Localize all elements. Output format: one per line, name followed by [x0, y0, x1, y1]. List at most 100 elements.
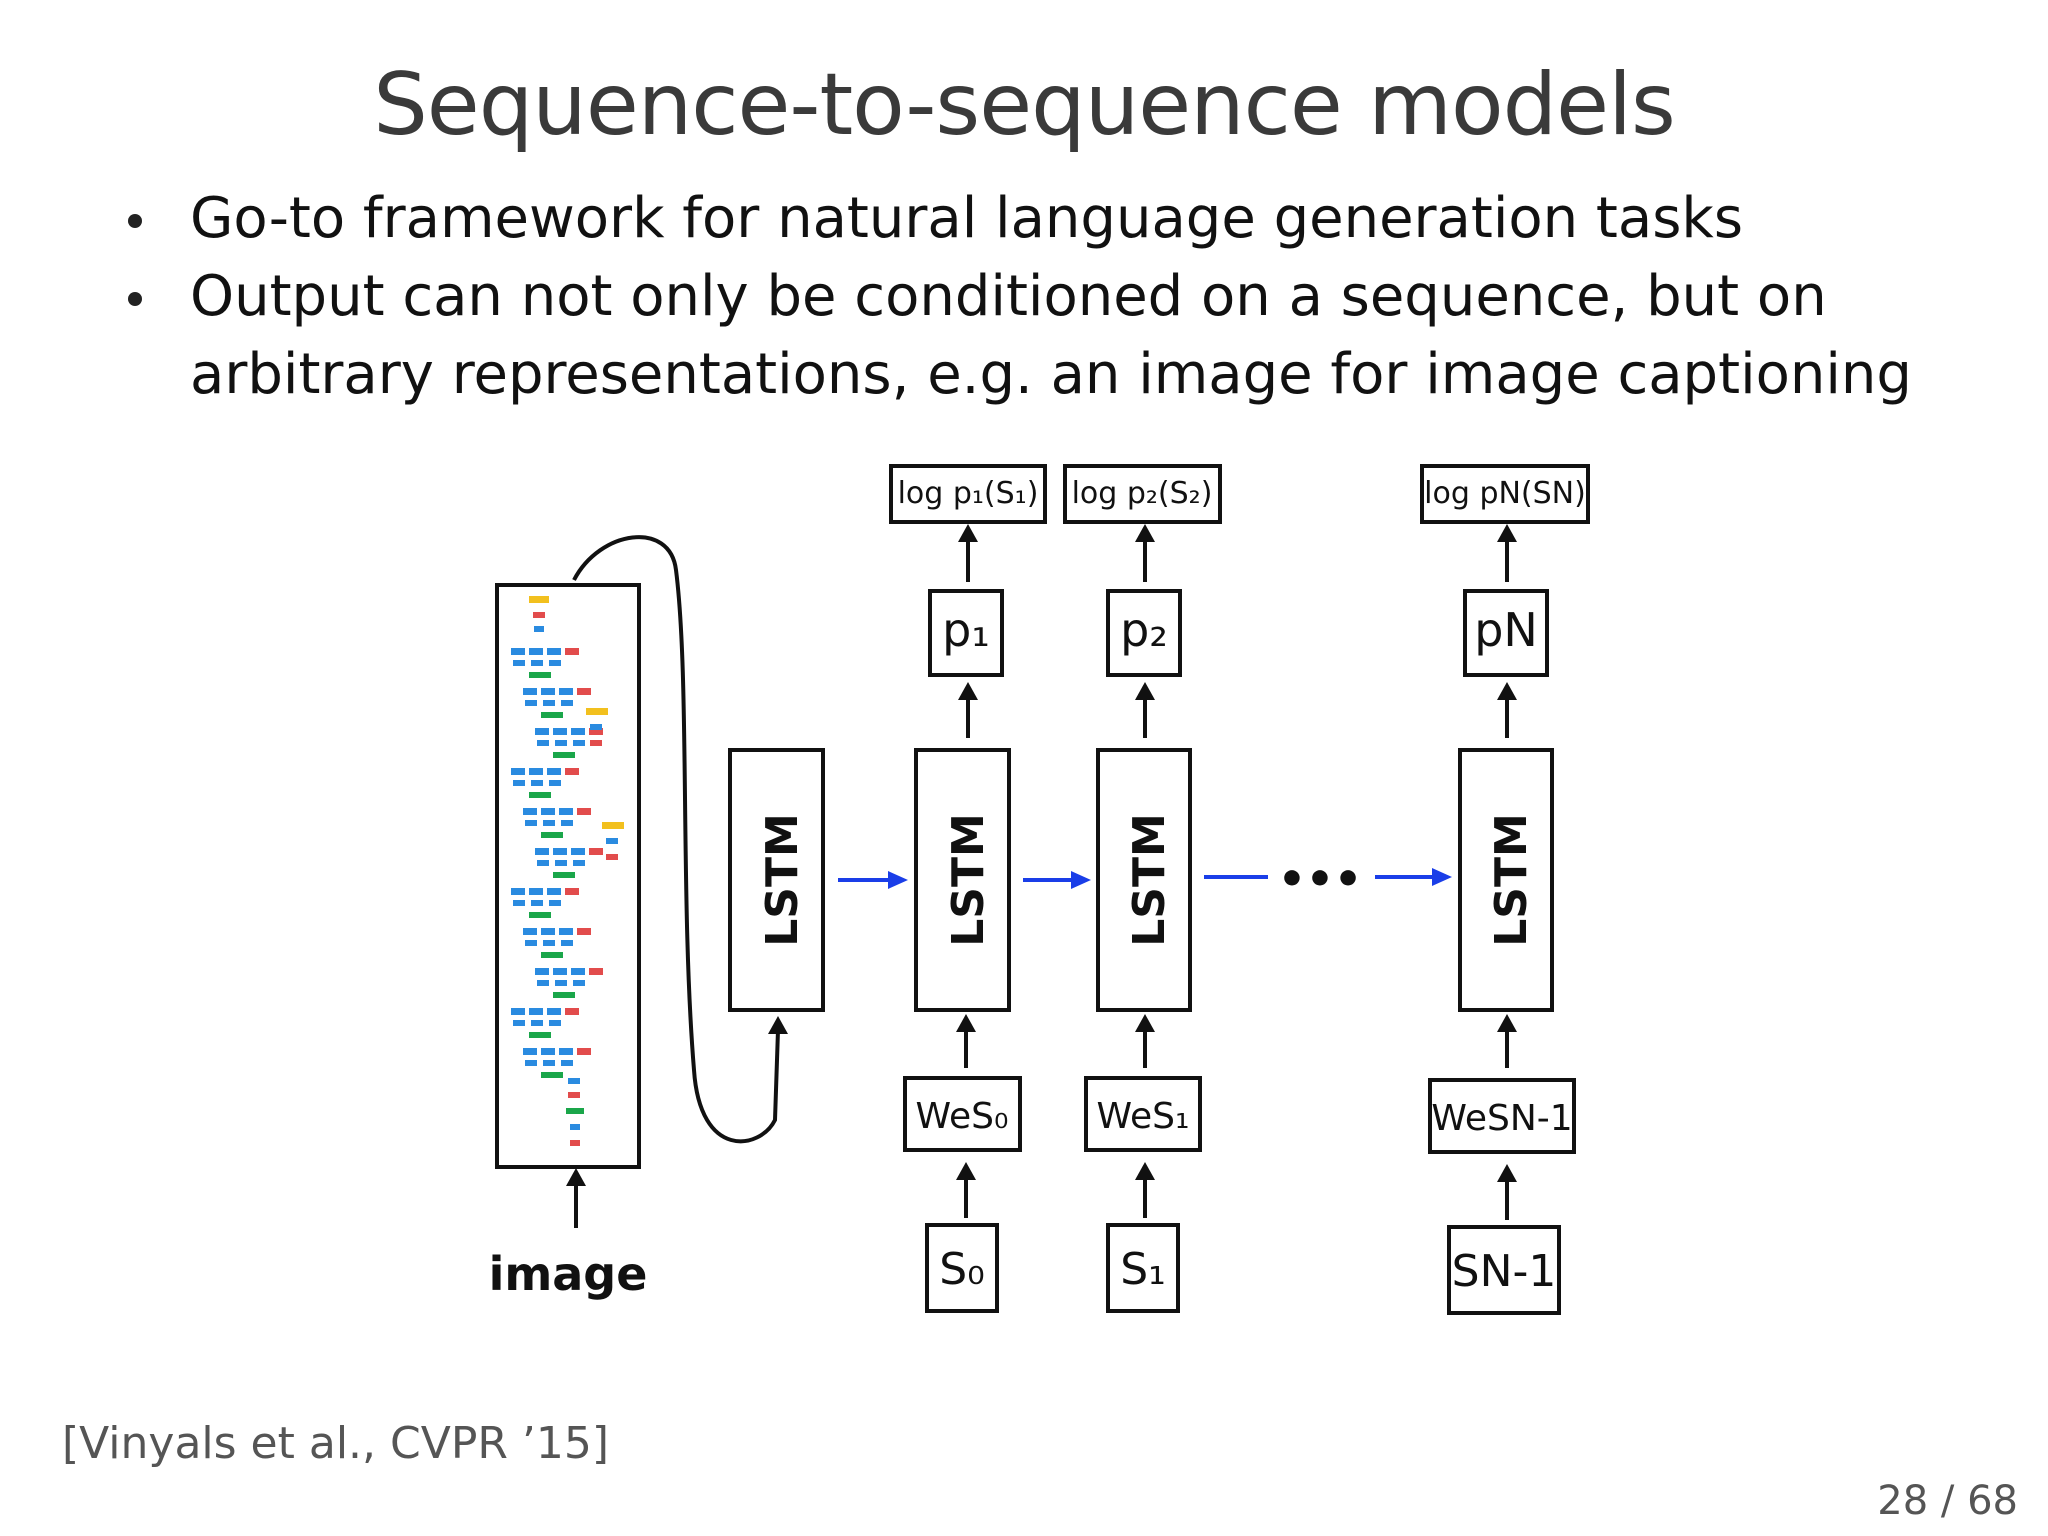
cnn-layer-block — [573, 980, 585, 986]
cnn-layer-block — [553, 968, 567, 975]
token-box — [925, 1223, 999, 1313]
token-label: SN-1 — [1452, 1246, 1557, 1297]
cnn-layer-block — [531, 660, 543, 666]
cnn-layer-block — [549, 1020, 561, 1026]
cnn-layer-block — [535, 968, 549, 975]
bullet-list: Go-to framework for natural language gen… — [120, 180, 1960, 414]
bullet-dot — [128, 214, 142, 228]
cnn-layer-block — [571, 848, 585, 855]
embedding-label: WeSN-1 — [1431, 1098, 1572, 1139]
embedding-label: WeS₀ — [916, 1096, 1009, 1137]
prob-box — [1106, 589, 1182, 677]
cnn-layer-block — [561, 700, 573, 706]
bullet-item: Go-to framework for natural language gen… — [120, 180, 1960, 258]
logp-box — [1063, 464, 1222, 524]
cnn-layer-block — [577, 928, 591, 935]
image-input-arrow — [566, 1168, 586, 1228]
cnn-layer-block — [541, 712, 563, 718]
slide-title: Sequence-to-sequence models — [373, 55, 1676, 155]
cnn-layer-block — [533, 612, 545, 618]
recurrent-arrows — [838, 868, 1452, 889]
cnn-layer-block — [541, 1048, 555, 1055]
cnn-layer-block — [529, 648, 543, 655]
cnn-layer-block — [573, 860, 585, 866]
lstm-box — [1458, 748, 1554, 1012]
cnn-layer-block — [541, 832, 563, 838]
cnn-layer-block — [513, 900, 525, 906]
cnn-layer-block — [529, 768, 543, 775]
cnn-layer-block — [543, 700, 555, 706]
prob-box — [928, 589, 1004, 677]
cnn-layer-block — [529, 596, 549, 603]
cnn-layer-block — [529, 1032, 551, 1038]
cnn-layer-block — [559, 688, 573, 695]
cnn-layer-block — [531, 780, 543, 786]
bullet-item: Output can not only be conditioned on a … — [120, 258, 1960, 414]
cnn-layer-block — [589, 968, 603, 975]
cnn-layer-block — [559, 928, 573, 935]
cnn-layer-block — [529, 912, 551, 918]
cnn-layer-block — [590, 740, 602, 746]
cnn-layer-block — [513, 1020, 525, 1026]
bullet-dot — [128, 292, 142, 306]
cnn-layer-block — [535, 848, 549, 855]
lstm-label: LSTM — [943, 813, 994, 947]
cnn-layers-icon — [511, 596, 624, 1146]
timestep-column-2: log p₂(S₂) p₂ LSTM WeS₁ S₁ — [1063, 464, 1222, 1313]
cnn-layer-block — [525, 1060, 537, 1066]
cnn-layer-block — [531, 900, 543, 906]
cnn-layer-block — [535, 728, 549, 735]
logp-box — [1420, 464, 1590, 524]
cnn-layer-block — [531, 1020, 543, 1026]
token-label: S₁ — [1120, 1244, 1166, 1295]
cnn-layer-block — [511, 768, 525, 775]
logp-label: log p₁(S₁) — [898, 476, 1039, 511]
embedding-label: WeS₁ — [1097, 1096, 1190, 1137]
embedding-box — [903, 1076, 1022, 1152]
cnn-layer-block — [553, 872, 575, 878]
cnn-layer-block — [537, 740, 549, 746]
cnn-layer-block — [549, 660, 561, 666]
cnn-layer-block — [565, 888, 579, 895]
embedding-box — [1428, 1078, 1576, 1154]
cnn-layer-block — [547, 648, 561, 655]
lstm-box — [1096, 748, 1192, 1012]
image-label: image — [489, 1247, 648, 1301]
cnn-layer-block — [543, 1060, 555, 1066]
cnn-layer-block — [565, 1008, 579, 1015]
cnn-layer-block — [537, 860, 549, 866]
cnn-layer-block — [525, 940, 537, 946]
cnn-layer-block — [561, 820, 573, 826]
cnn-layer-block — [549, 900, 561, 906]
cnn-layer-block — [529, 672, 551, 678]
logp-label: log pN(SN) — [1424, 476, 1586, 511]
cnn-layer-block — [555, 740, 567, 746]
cnn-layer-block — [565, 768, 579, 775]
cnn-layer-block — [589, 848, 603, 855]
cnn-layer-block — [606, 838, 618, 844]
cnn-layer-block — [553, 848, 567, 855]
cnn-network — [495, 583, 641, 1169]
token-box — [1447, 1225, 1561, 1315]
cnn-layer-block — [570, 1140, 580, 1146]
cnn-layer-block — [511, 1008, 525, 1015]
cnn-layer-block — [577, 688, 591, 695]
cnn-layer-block — [513, 780, 525, 786]
embedding-box — [1084, 1076, 1202, 1152]
cnn-to-lstm-connector — [572, 535, 780, 1144]
cnn-layer-block — [570, 1124, 580, 1130]
cnn-layer-block — [561, 940, 573, 946]
cnn-layer-block — [511, 648, 525, 655]
lstm-box — [728, 748, 825, 1012]
lstm-cell-initial: LSTM — [728, 748, 825, 1012]
cnn-layer-block — [523, 688, 537, 695]
lstm-label: LSTM — [1124, 813, 1175, 947]
lstm-label: LSTM — [757, 813, 808, 947]
cnn-layer-block — [553, 752, 575, 758]
cnn-layer-block — [541, 808, 555, 815]
cnn-layer-block — [589, 728, 603, 735]
cnn-layer-block — [541, 1072, 563, 1078]
prob-label: pN — [1474, 603, 1538, 657]
citation: [Vinyals et al., CVPR ’15] — [62, 1418, 610, 1469]
